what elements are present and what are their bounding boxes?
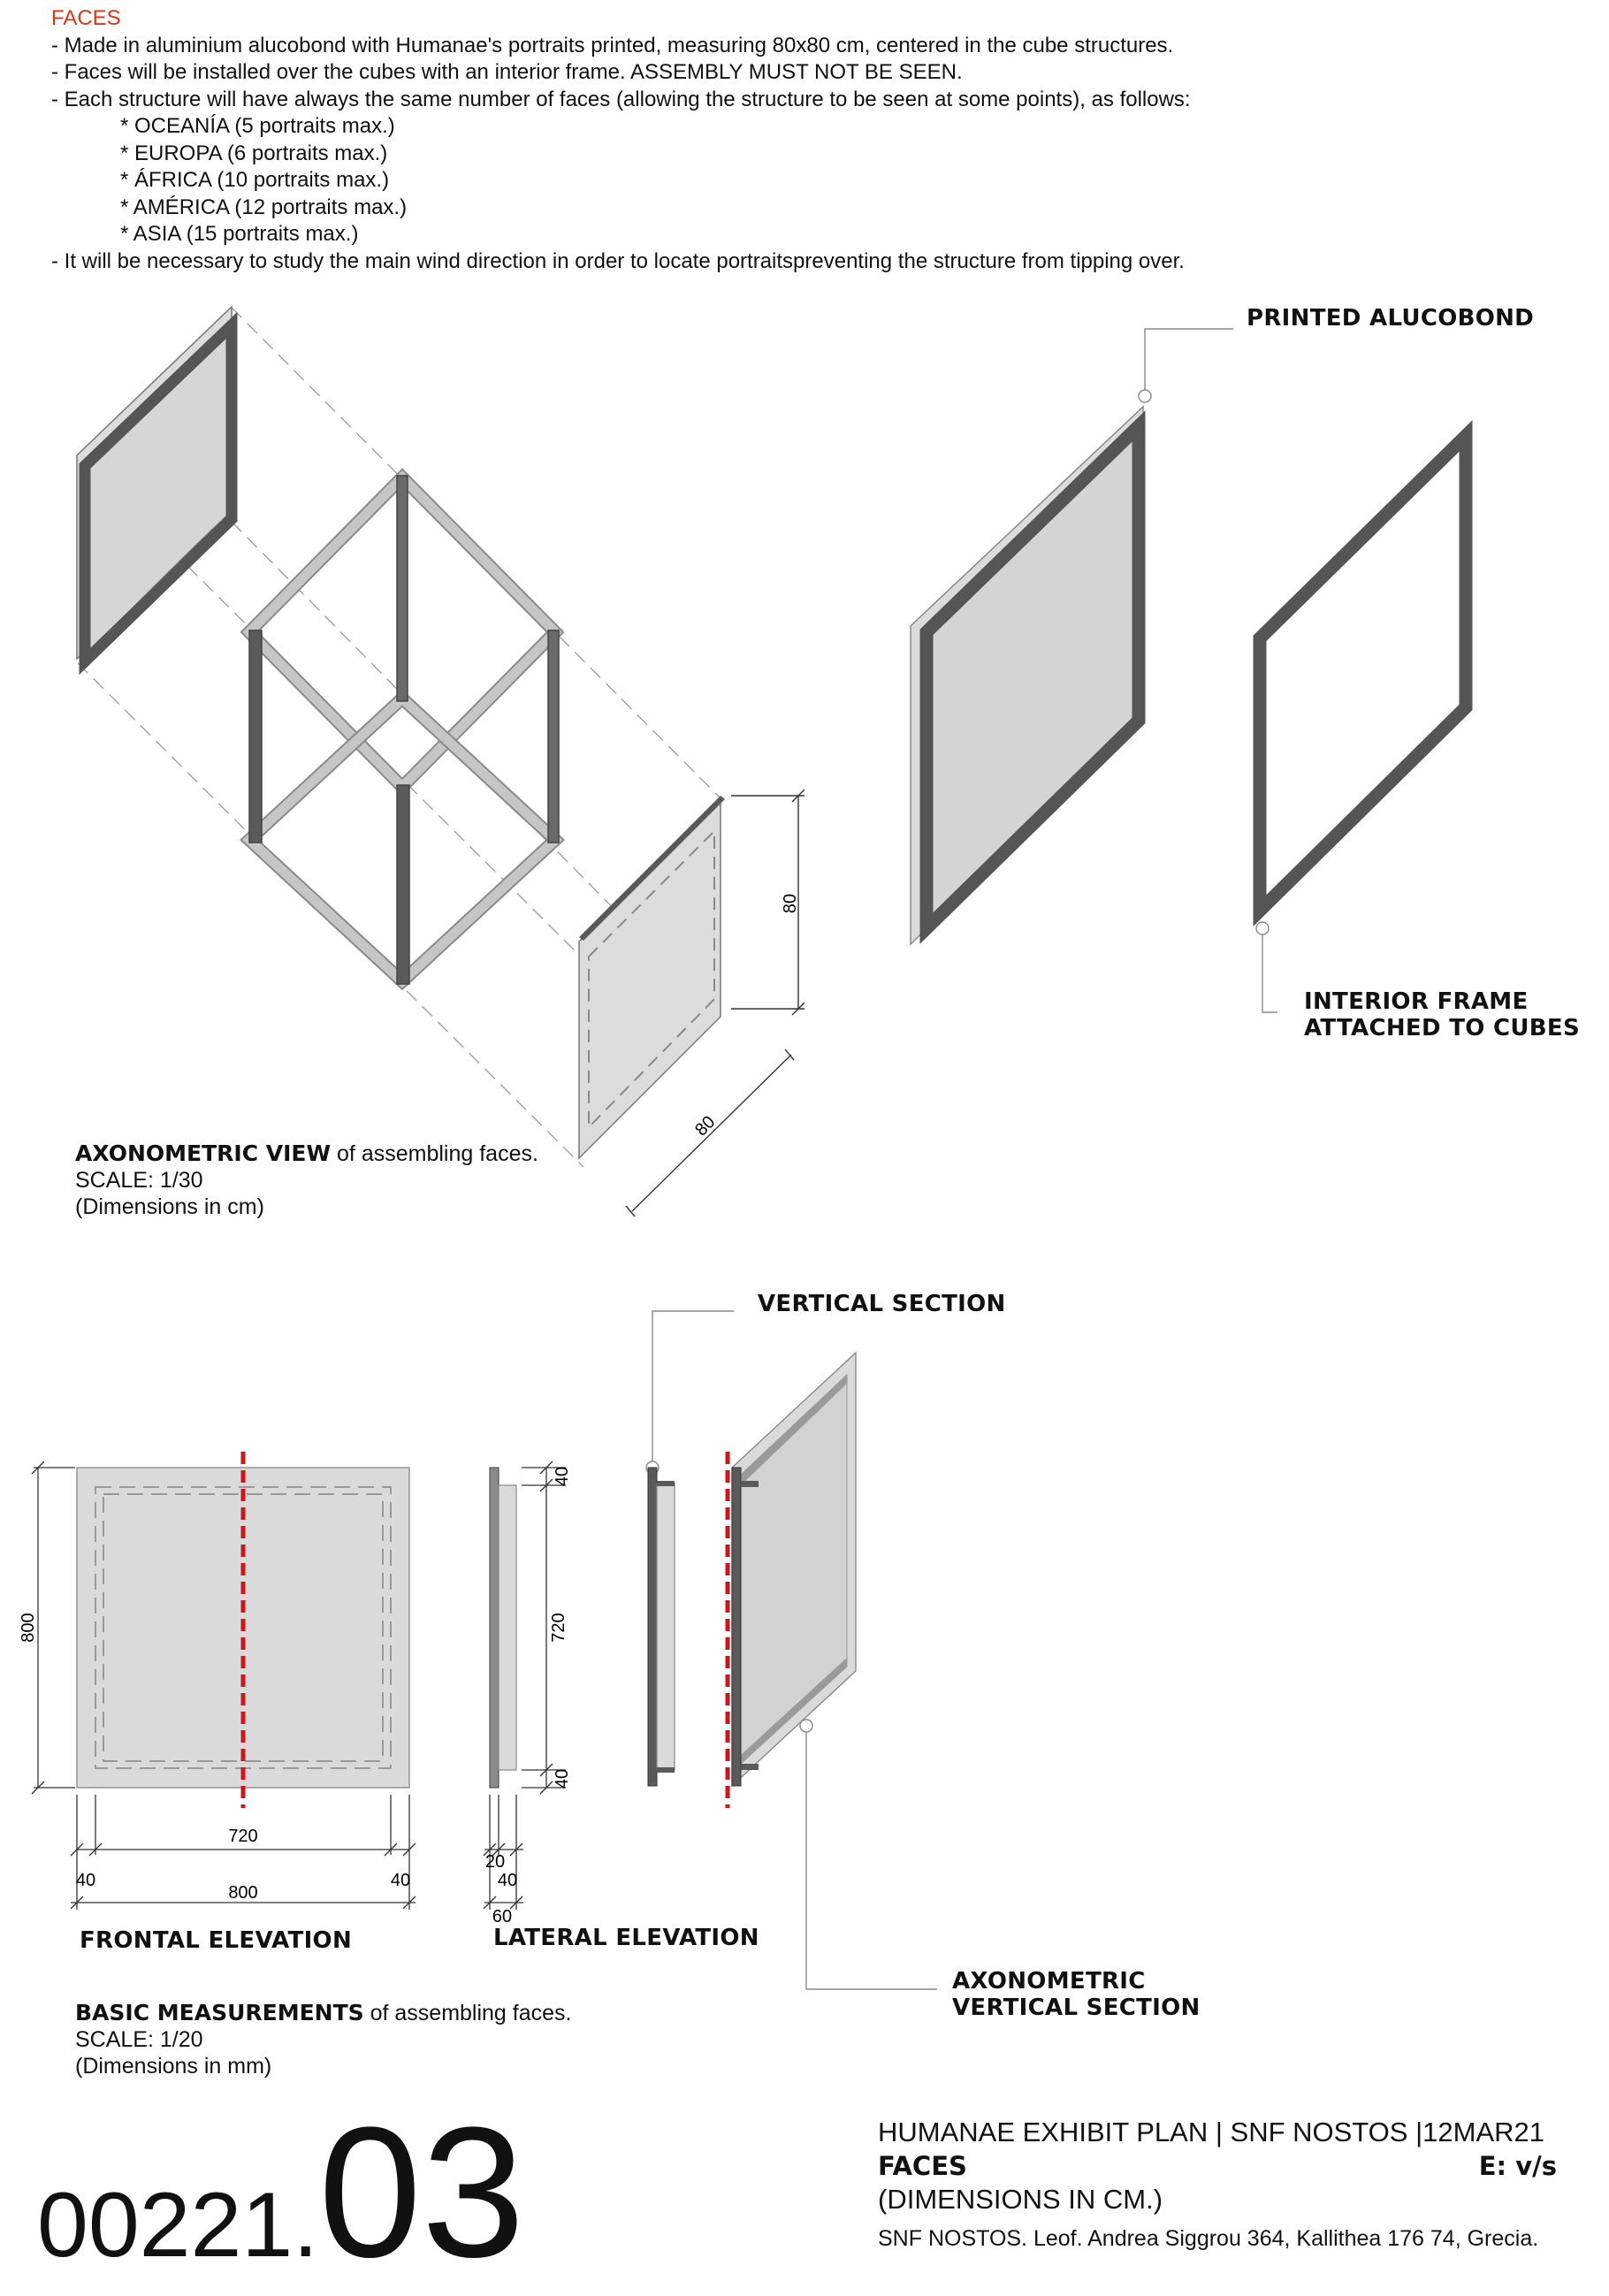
lateral-total-label: 60 xyxy=(492,1907,512,1926)
frontal-right-label: 40 xyxy=(391,1871,410,1890)
basic-caption: BASIC MEASUREMENTS of assembling faces. … xyxy=(75,2000,571,2079)
frontal-elevation: 800 720 40 800 40 xyxy=(19,1452,416,1910)
lateral-top-label: 40 xyxy=(553,1467,572,1486)
sheet-code-prefix: 00221. xyxy=(37,2174,319,2277)
frontal-inner-label: 720 xyxy=(228,1827,257,1846)
label-attached-to-cubes: ATTACHED TO CUBES xyxy=(1304,1015,1580,1041)
dim-height xyxy=(731,789,805,1016)
axonometric-view: 80 80 xyxy=(76,305,805,1217)
dim-height-label: 80 xyxy=(781,894,800,913)
frontal-elevation-title: FRONTAL ELEVATION xyxy=(80,1927,353,1954)
dim-width-label: 80 xyxy=(691,1112,719,1140)
frontal-left-label: 40 xyxy=(76,1871,95,1890)
project-title: HUMANAE EXHIBIT PLAN | SNF NOSTOS |12MAR… xyxy=(878,2117,1544,2147)
face-panel-left xyxy=(76,305,238,675)
sheet-units: (DIMENSIONS IN CM.) xyxy=(878,2184,1163,2215)
region-item: * AMÉRICA (12 portraits max.) xyxy=(120,195,408,219)
label-axonometric: AXONOMETRIC xyxy=(952,1968,1146,1995)
region-item: * ÁFRICA (10 portraits max.) xyxy=(120,168,390,192)
basic-caption-bold: BASIC MEASUREMENTS xyxy=(75,2000,364,2025)
title-block: HUMANAE EXHIBIT PLAN | SNF NOSTOS |12MAR… xyxy=(878,2116,1576,2255)
spec-line: - Each structure will have always the sa… xyxy=(51,87,1191,111)
label-interior-frame: INTERIOR FRAME xyxy=(1304,988,1529,1015)
region-item: * OCEANÍA (5 portraits max.) xyxy=(120,114,395,138)
axo-caption-rest: of assembling faces. xyxy=(331,1141,538,1166)
lateral-elevation: 40 720 40 20 40 60 xyxy=(483,1461,572,1926)
lateral-a-label: 20 xyxy=(485,1852,505,1872)
cube-structure xyxy=(239,468,566,991)
frontal-height-label: 800 xyxy=(19,1613,38,1642)
sheet-title: FACES xyxy=(878,2151,967,2181)
basic-scale: SCALE: 1/20 xyxy=(75,2027,203,2052)
vertical-section xyxy=(645,1310,734,1808)
address: SNF NOSTOS. Leof. Andrea Siggrou 364, Ka… xyxy=(878,2226,1539,2251)
spec-heading: FACES xyxy=(51,6,121,30)
axo-caption-bold: AXONOMETRIC VIEW xyxy=(75,1140,332,1166)
dim-width xyxy=(625,1049,795,1217)
sheet-code-number: 03 xyxy=(318,2088,525,2296)
axonometric-vertical-section xyxy=(731,1351,937,1990)
frontal-total-label: 800 xyxy=(228,1883,257,1903)
sheet-scale: E: v/s xyxy=(1478,2151,1557,2181)
face-panel-right xyxy=(578,796,725,1160)
spec-line: - Made in aluminium alucobond with Human… xyxy=(51,33,1174,57)
sheet-code: 00221.03 xyxy=(37,2100,525,2285)
exploded-panels xyxy=(910,328,1473,1013)
lateral-bottom-label: 40 xyxy=(553,1769,572,1789)
region-item: * ASIA (15 portraits max.) xyxy=(120,222,359,246)
region-item: * EUROPA (6 portraits max.) xyxy=(120,141,388,165)
spec-line: - It will be necessary to study the main… xyxy=(51,248,1185,273)
lateral-b-label: 40 xyxy=(498,1871,517,1890)
label-vertical-section: VERTICAL SECTION xyxy=(758,1291,1006,1317)
basic-units: (Dimensions in mm) xyxy=(75,2054,272,2079)
axo-units: (Dimensions in cm) xyxy=(75,1194,264,1219)
spec-block: FACES - Made in aluminium alucobond with… xyxy=(51,5,1191,275)
lateral-mid-label: 720 xyxy=(549,1613,568,1642)
label-axonometric-vertical-section: VERTICAL SECTION xyxy=(952,1995,1201,2021)
spec-line: - Faces will be installed over the cubes… xyxy=(51,60,963,84)
lateral-elevation-title: LATERAL ELEVATION xyxy=(493,1925,759,1951)
axo-scale: SCALE: 1/30 xyxy=(75,1168,203,1193)
label-printed-alucobond: PRINTED ALUCOBOND xyxy=(1247,305,1535,332)
basic-caption-rest: of assembling faces. xyxy=(363,2001,572,2025)
axo-caption: AXONOMETRIC VIEW of assembling faces. SC… xyxy=(75,1140,538,1220)
